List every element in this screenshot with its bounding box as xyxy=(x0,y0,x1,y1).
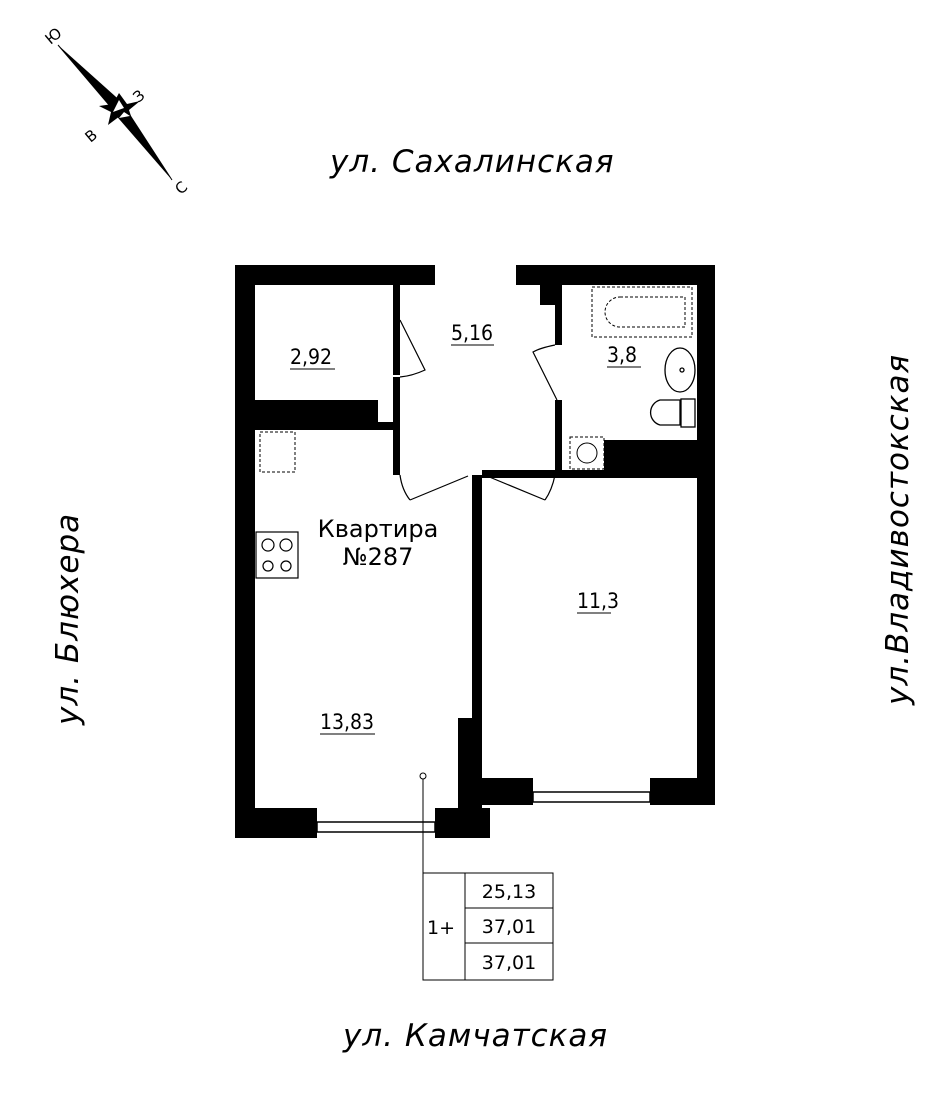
room-area-storage: 2,92 xyxy=(290,345,332,369)
room-area-hall: 5,16 xyxy=(451,321,493,345)
bathtub-icon xyxy=(591,286,693,338)
washing-machine-icon xyxy=(569,436,605,470)
leader-point xyxy=(419,772,427,780)
apartment-number: №287 xyxy=(343,543,414,571)
summary-table xyxy=(422,872,554,981)
rooms-count: 1+ xyxy=(427,917,455,939)
walls xyxy=(235,265,715,838)
kitchen-sink-icon xyxy=(259,431,296,473)
compass-north-label: С xyxy=(171,178,191,199)
compass-rose-icon xyxy=(57,44,173,181)
door-swings xyxy=(399,319,558,501)
room-area-bathroom: 3,8 xyxy=(607,343,637,367)
street-top: ул. Сахалинская xyxy=(329,144,615,180)
stove-icon xyxy=(255,531,299,579)
sink-icon xyxy=(664,347,696,393)
street-left: ул. Блюхера xyxy=(50,513,86,726)
total-area: 37,01 xyxy=(482,916,536,938)
compass-south-label: Ю xyxy=(41,24,65,48)
toilet-icon xyxy=(649,398,696,428)
compass-east-label: В xyxy=(81,126,100,146)
room-area-kitchen-living: 13,83 xyxy=(320,710,374,734)
window xyxy=(316,791,651,833)
living-area: 25,13 xyxy=(482,881,536,903)
total-area-with-balcony: 37,01 xyxy=(482,952,536,974)
street-right: ул.Владивостокская xyxy=(880,354,916,706)
street-bottom: ул. Камчатская xyxy=(342,1018,608,1054)
room-area-bedroom: 11,3 xyxy=(577,589,619,613)
apartment-title: Квартира xyxy=(318,515,439,543)
